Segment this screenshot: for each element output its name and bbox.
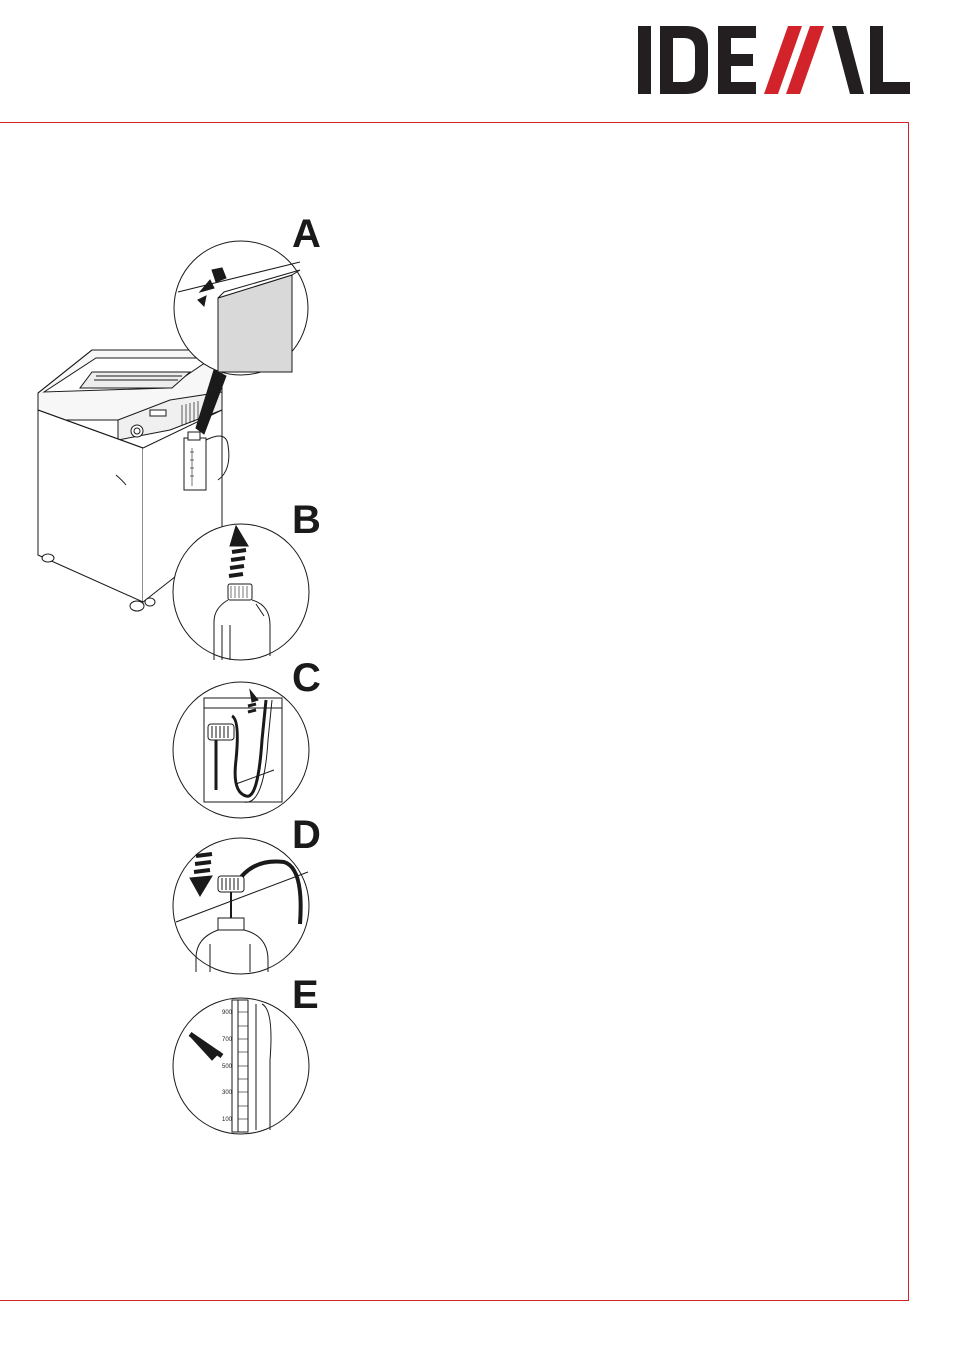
scale-label-300: 300 [222,1090,233,1096]
scale-label-100: 100 [222,1117,233,1123]
tube-pull-icon [173,682,309,818]
fill-level-icon [173,998,309,1134]
cap-insert-icon [173,838,309,974]
frame-right-rule [908,122,909,1301]
scale-label-900: 900 [222,1010,233,1016]
frame-top-rule [0,122,909,123]
scale-label-700: 700 [222,1037,233,1043]
ideal-logo-mark [638,24,910,96]
oil-refill-illustration: 900 700 500 300 100 [0,230,330,1150]
ideal-logo [638,24,910,96]
cap-remove-icon [173,524,309,660]
lid-open-icon [174,241,308,375]
frame-bottom-rule [0,1300,909,1301]
scale-label-500: 500 [222,1064,233,1070]
